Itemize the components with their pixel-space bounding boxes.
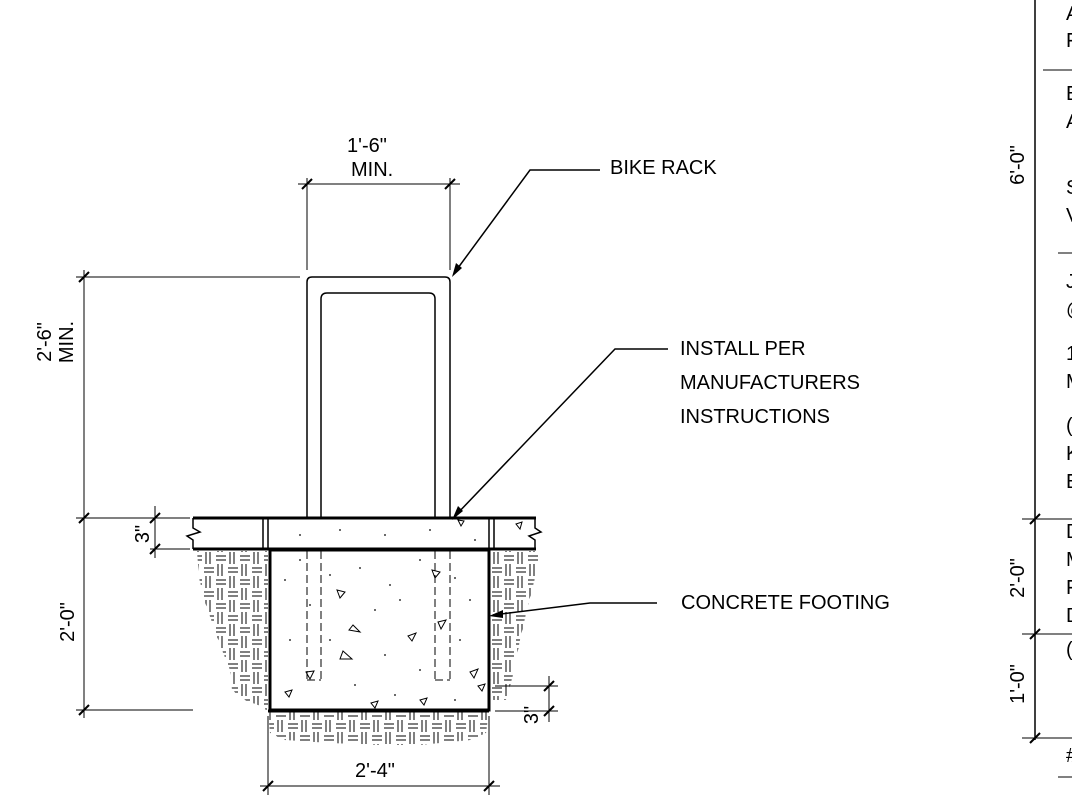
adj-text: E bbox=[1066, 82, 1072, 106]
adj-text: D bbox=[1066, 520, 1072, 544]
dim-rack-width-note: MIN. bbox=[351, 159, 394, 181]
concrete-footing-label: CONCRETE FOOTING bbox=[681, 592, 890, 614]
dim-slab-thickness: 3" bbox=[132, 524, 154, 544]
adj-text: # bbox=[1066, 744, 1072, 768]
adj-text: A bbox=[1066, 2, 1072, 26]
adj-dim-1ft: 1'-0" bbox=[1007, 664, 1029, 704]
adjacent-detail-lines bbox=[1022, 0, 1072, 778]
install-note-line-1: INSTALL PER bbox=[680, 338, 806, 360]
dim-footing-bottom: 3" bbox=[521, 705, 543, 725]
adj-text: ( bbox=[1066, 638, 1072, 662]
dim-rack-height-value: 2'-6" bbox=[34, 322, 56, 362]
adj-text: M bbox=[1066, 370, 1072, 394]
adj-text: D bbox=[1066, 604, 1072, 628]
dim-rack-width: 1'-6" bbox=[347, 135, 387, 157]
dim-rack-height-note: MIN. bbox=[56, 320, 78, 364]
concrete-slab bbox=[185, 516, 543, 551]
adj-text: F bbox=[1066, 576, 1072, 600]
leader-lines bbox=[452, 169, 668, 618]
adj-text: E bbox=[1066, 470, 1072, 494]
adj-text: K bbox=[1066, 442, 1072, 466]
concrete-footing bbox=[268, 529, 491, 713]
adj-text: ( bbox=[1066, 414, 1072, 438]
install-note-line-3: INSTRUCTIONS bbox=[680, 406, 830, 428]
dim-footing-depth: 2'-0" bbox=[57, 602, 79, 642]
adj-text: J bbox=[1066, 271, 1072, 293]
dim-footing-width: 2'-4" bbox=[355, 760, 395, 782]
bike-rack bbox=[306, 276, 451, 681]
dim-rack-height: 2'-6" MIN. bbox=[34, 321, 78, 363]
adj-text: S bbox=[1066, 176, 1072, 200]
adj-dim-2ft: 2'-0" bbox=[1007, 558, 1029, 598]
adj-text: V bbox=[1066, 204, 1072, 228]
adj-dim-6ft: 6'-0" bbox=[1007, 145, 1029, 185]
adj-text: A bbox=[1066, 110, 1072, 134]
adj-text: F bbox=[1066, 29, 1072, 53]
soil-hatch bbox=[197, 551, 540, 745]
adj-text: M bbox=[1066, 548, 1072, 572]
install-note-line-2: MANUFACTURERS bbox=[680, 372, 861, 394]
adj-text: 1 bbox=[1066, 343, 1072, 365]
adj-text: @ bbox=[1066, 298, 1072, 322]
dimension-lines bbox=[76, 178, 558, 795]
bike-rack-label: BIKE RACK bbox=[610, 157, 717, 179]
